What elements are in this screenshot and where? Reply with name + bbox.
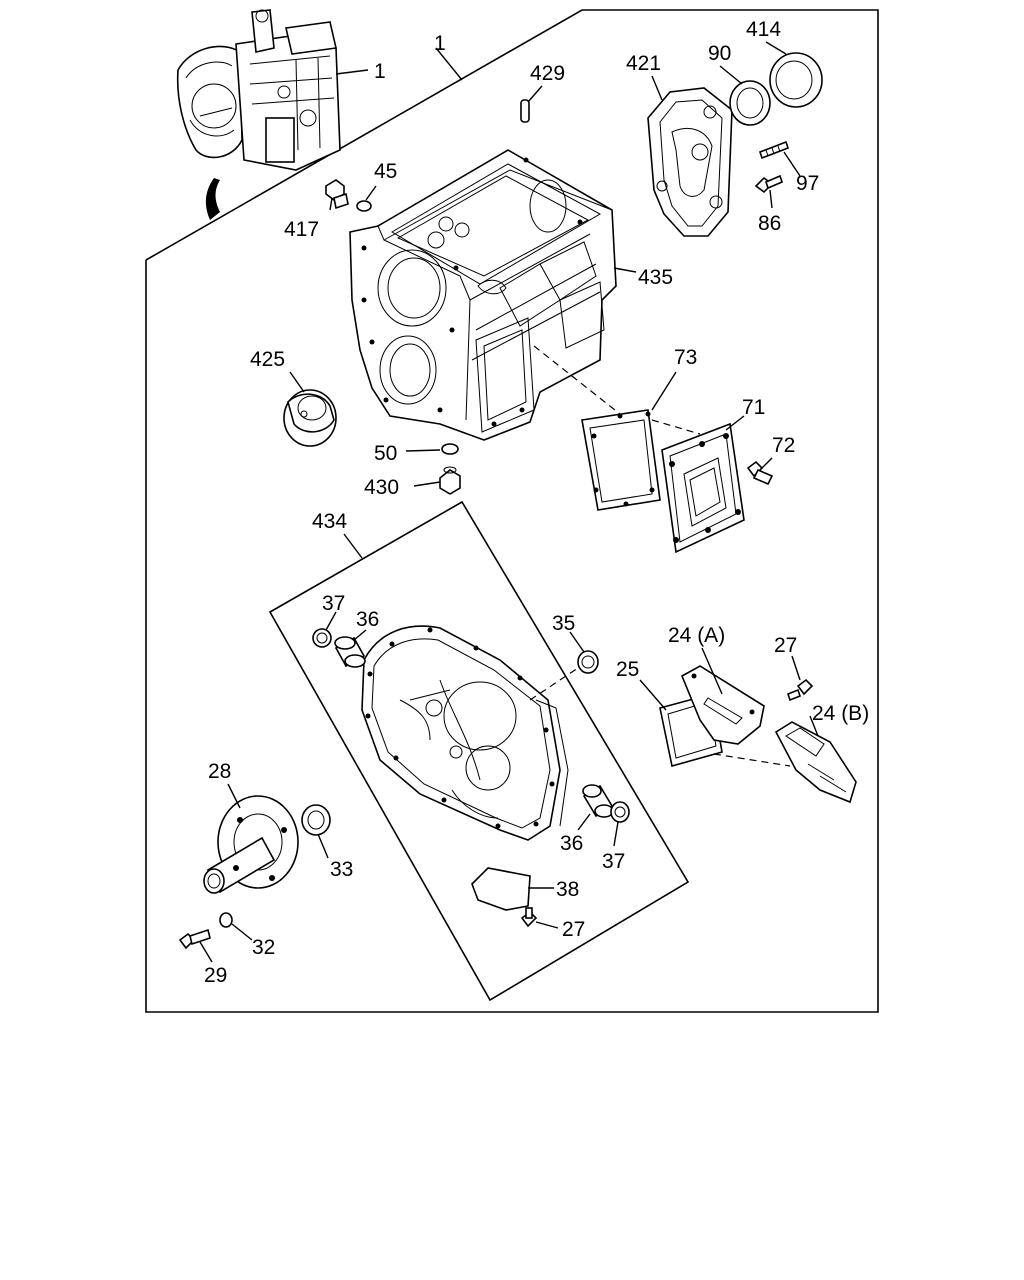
leader-lines [199,41,819,963]
label-434: 434 [312,510,347,533]
label-24b: 24 (B) [812,702,869,725]
label-417: 417 [284,218,319,241]
label-72: 72 [772,434,795,457]
label-33: 33 [330,858,353,881]
washer-45 [356,200,372,212]
seal-37-upper [312,628,332,648]
bolt-29 [178,928,211,950]
o-ring-32 [219,912,233,928]
label-435: 435 [638,266,673,289]
bolt-86 [754,174,783,194]
label-25: 25 [616,658,639,681]
bolt-27-lower [520,907,538,928]
gasket-73 [581,409,661,511]
cap-425 [283,389,337,447]
stud-97 [758,140,790,160]
oil-seal-33 [301,804,331,836]
label-36-upper: 36 [356,608,379,631]
label-29: 29 [204,964,227,987]
label-421: 421 [626,52,661,75]
assembly-frame [145,9,879,1013]
label-425: 425 [250,348,285,371]
bolt-27-upper [787,678,814,702]
label-27-upper: 27 [774,634,797,657]
seal-37-lower [610,801,630,823]
cover-24a [680,665,765,745]
label-38: 38 [556,878,579,901]
transmission-case-435 [349,149,617,441]
label-90: 90 [708,42,731,65]
label-71: 71 [742,396,765,419]
plug-417 [325,179,349,210]
dowel-pin-429 [520,99,530,123]
label-97: 97 [796,172,819,195]
part-labels: 1 1 429 421 90 414 45 417 97 86 435 425 … [204,18,869,987]
label-45: 45 [374,160,397,183]
rear-cover-421 [647,87,733,237]
label-35: 35 [552,612,575,635]
cover-plate-38 [471,867,531,911]
label-50: 50 [374,442,397,465]
drain-plug-430 [439,466,461,495]
label-37-lower: 37 [602,850,625,873]
oil-seal-414 [769,52,823,108]
label-86: 86 [758,212,781,235]
label-32: 32 [252,936,275,959]
bolt-72 [746,460,774,486]
label-73: 73 [674,346,697,369]
bearing-retainer-28 [203,795,299,894]
bushing-36-lower [582,784,614,818]
label-1-assembly: 1 [434,32,446,55]
clutch-housing [361,625,569,841]
bushing-36-upper [334,636,366,668]
label-1-thumbnail: 1 [374,60,386,83]
label-429: 429 [530,62,565,85]
label-37-upper: 37 [322,592,345,615]
label-24a: 24 (A) [668,624,725,647]
oil-seal-90 [729,80,771,126]
label-36-lower: 36 [560,832,583,855]
label-414: 414 [746,18,781,41]
o-ring-50 [441,443,459,455]
assembly-center-lines [529,345,791,767]
label-28: 28 [208,760,231,783]
label-27-lower: 27 [562,918,585,941]
cover-24b [774,721,857,804]
side-cover-71 [661,422,745,554]
seal-35 [577,650,599,674]
label-430: 430 [364,476,399,499]
transmission-assembly-thumbnail [176,9,369,220]
clutch-housing-group-frame [268,500,690,1002]
